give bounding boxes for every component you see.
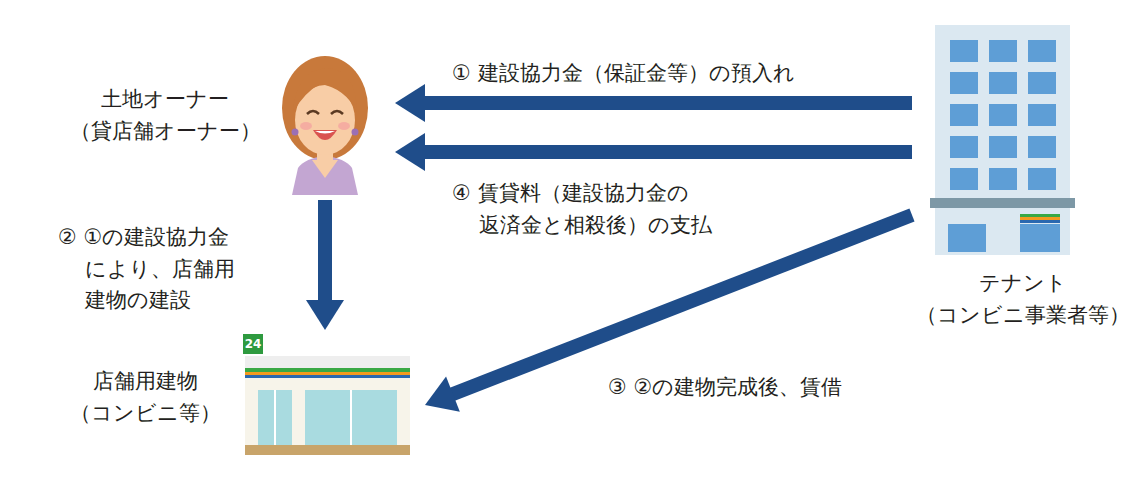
- arrow-head: [395, 84, 425, 122]
- flow-arrow: [306, 200, 344, 330]
- flow-arrow: [395, 84, 912, 122]
- sign-number: 24: [243, 334, 263, 354]
- arrow-shaft: [451, 215, 912, 395]
- flow-arrow: [395, 133, 912, 171]
- figure-node: テナント （コンビニ事業者等）: [912, 18, 1135, 348]
- arrow-head: [306, 300, 344, 330]
- arrow-shaft: [318, 200, 332, 302]
- arrow-head: [395, 133, 425, 171]
- tenant-building: [930, 25, 1075, 255]
- node-label: 土地オーナー （貸店舗オーナー）: [70, 84, 261, 147]
- node-label: 店舗用建物 （コンビニ等）: [70, 366, 221, 429]
- flow-arrow: [425, 215, 912, 412]
- edge-label: ④ 賃貸料（建設協力金の 返済金と相殺後）の支払: [452, 178, 744, 241]
- arrow-head: [425, 376, 460, 411]
- node-label: テナント （コンビニ事業者等）: [916, 268, 1130, 331]
- edge-label: ③ ②の建物完成後、賃借: [608, 372, 842, 404]
- edge-label: ② ①の建設協力金 により、店舗用 建物の建設: [58, 222, 295, 317]
- figure-node: 土地オーナー （貸店舗オーナー）: [55, 40, 395, 200]
- store-building: [243, 334, 410, 455]
- arrow-shaft: [423, 96, 912, 110]
- edge-label: ① 建設協力金（保証金等）の預入れ: [452, 58, 795, 90]
- arrow-shaft: [423, 145, 912, 159]
- owner-figure: [282, 56, 368, 195]
